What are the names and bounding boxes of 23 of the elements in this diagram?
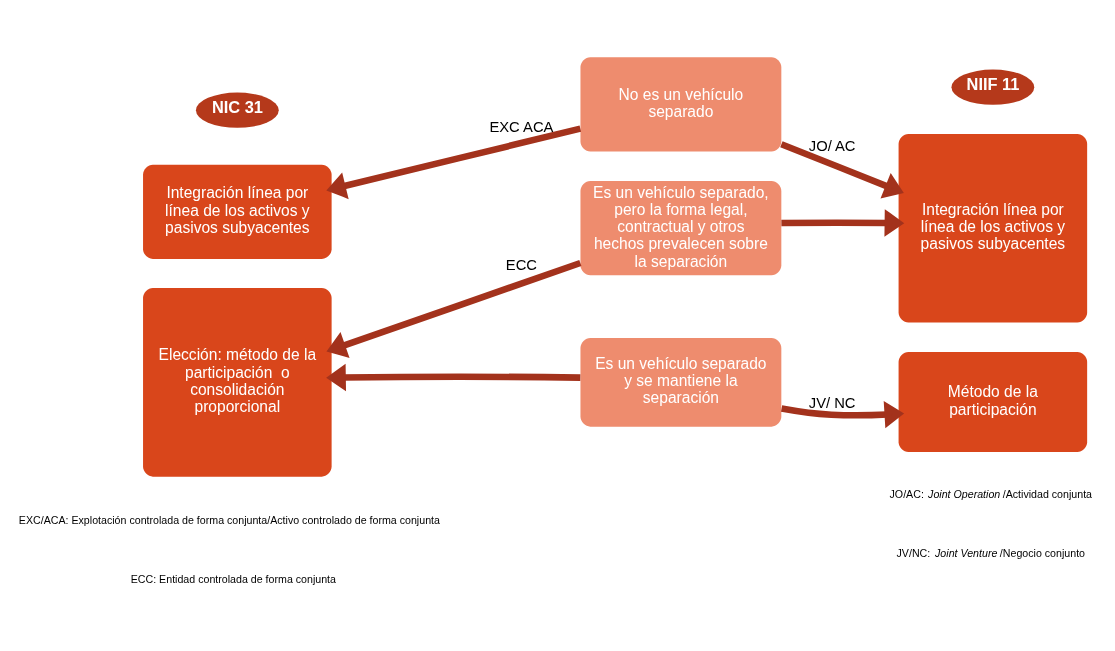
arrow bbox=[326, 259, 582, 358]
node-box: No es un vehículo separado bbox=[580, 56, 782, 152]
arrow bbox=[781, 208, 905, 237]
edge-label: JV/ NC bbox=[808, 394, 856, 411]
node-box: Método de la participación bbox=[898, 351, 1088, 452]
arrow bbox=[781, 400, 905, 428]
node-box: Integración línea por línea de los activos y pasivos subyacentes bbox=[143, 164, 332, 259]
node-box: Elección: método de la participación o consolidación proporcional bbox=[143, 287, 332, 477]
node-ellipse: NIC 31 bbox=[195, 92, 279, 128]
label: JO/AC: Joint Operation/Actividad conjunta bbox=[889, 487, 1093, 500]
arrow bbox=[326, 124, 582, 199]
label: ECC: Entidad controlada de forma conjunta bbox=[130, 572, 336, 585]
node-box: Es un vehículo separado y se mantiene la separación bbox=[580, 337, 782, 427]
arrow bbox=[326, 363, 581, 391]
node-box: Integración línea por línea de los activos y pasivos subyacentes bbox=[898, 133, 1088, 322]
edge-label: EXC ACA bbox=[489, 118, 554, 135]
arrow bbox=[780, 140, 904, 199]
node-ellipse: NIIF 11 bbox=[951, 69, 1035, 105]
label: JV/NC: Joint Venture/Negocio conjunto bbox=[896, 546, 1086, 559]
label: EXC/ACA: Explotación controlada de forma conjunta/Activo controlado de forma conjunta bbox=[18, 513, 440, 526]
edge-label: ECC bbox=[505, 256, 537, 273]
edge-label: JO/ AC bbox=[808, 137, 856, 154]
node-box: Es un vehículo separado, pero la forma legal, contractual y otros hechos prevalecen sobre la separación bbox=[580, 180, 782, 275]
